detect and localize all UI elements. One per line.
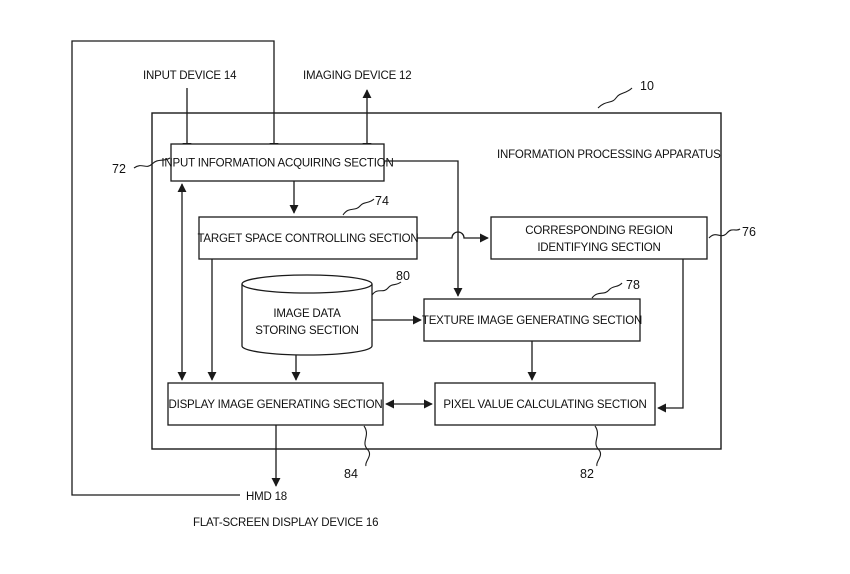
- corresponding-to-pixel-arrow: [657, 259, 684, 413]
- corresponding-region-ref-leader: [708, 228, 741, 239]
- image-data-label-line1: IMAGE DATA: [273, 308, 341, 320]
- corresponding-region-identifying-section: [490, 216, 708, 260]
- imaging-device-label: IMAGING DEVICE 12: [303, 70, 411, 82]
- input-information-ref-leader: [133, 157, 171, 169]
- pixel-value-calculating-label: PIXEL VALUE CALCULATING SECTION: [443, 399, 646, 411]
- flat-screen-display-label: FLAT-SCREEN DISPLAY DEVICE 16: [193, 517, 378, 529]
- image-data-storing-section: [241, 274, 373, 356]
- target-space-ref-leader: [342, 198, 375, 216]
- input-information-acquiring-section: [170, 143, 385, 182]
- input-information-ref: 72: [112, 162, 126, 176]
- input-device-label: INPUT DEVICE 14: [143, 70, 237, 82]
- texture-image-ref: 78: [626, 278, 640, 292]
- apparatus-title: INFORMATION PROCESSING APPARATUS: [497, 149, 721, 161]
- target-space-ref: 74: [375, 194, 389, 208]
- texture-image-generating-section: [423, 298, 641, 342]
- target-space-controlling-section: [198, 216, 418, 260]
- pixel-value-ref: 82: [580, 467, 594, 481]
- texture-image-ref-leader: [591, 282, 623, 299]
- apparatus-ref-leader: [597, 87, 633, 109]
- apparatus-ref: 10: [640, 79, 654, 93]
- corresponding-region-ref: 76: [742, 225, 756, 239]
- corresponding-region-label-line2: IDENTIFYING SECTION: [537, 242, 660, 254]
- input-information-acquiring-label: INPUT INFORMATION ACQUIRING SECTION: [161, 158, 393, 170]
- texture-image-generating-label: TEXTURE IMAGE GENERATING SECTION: [422, 315, 642, 327]
- hmd-feedback-connector: [71, 40, 279, 496]
- display-image-generating-label: DISPLAY IMAGE GENERATING SECTION: [168, 399, 382, 411]
- image-data-label-line2: STORING SECTION: [255, 325, 359, 337]
- pixel-value-ref-leader: [594, 425, 602, 467]
- input-to-texture-arrow: [384, 160, 463, 297]
- corresponding-region-label-line1: CORRESPONDING REGION: [525, 225, 672, 237]
- target-space-controlling-label: TARGET SPACE CONTROLLING SECTION: [197, 233, 418, 245]
- display-image-ref: 84: [344, 467, 358, 481]
- display-image-generating-section: [167, 382, 384, 426]
- display-image-ref-leader: [363, 425, 371, 467]
- information-processing-apparatus-frame: [151, 112, 722, 450]
- hmd-label: HMD 18: [246, 491, 287, 503]
- image-data-ref: 80: [396, 269, 410, 283]
- target-to-corresponding-arrow: [417, 231, 489, 243]
- pixel-value-calculating-section: [434, 382, 656, 426]
- image-data-ref-leader: [371, 281, 402, 296]
